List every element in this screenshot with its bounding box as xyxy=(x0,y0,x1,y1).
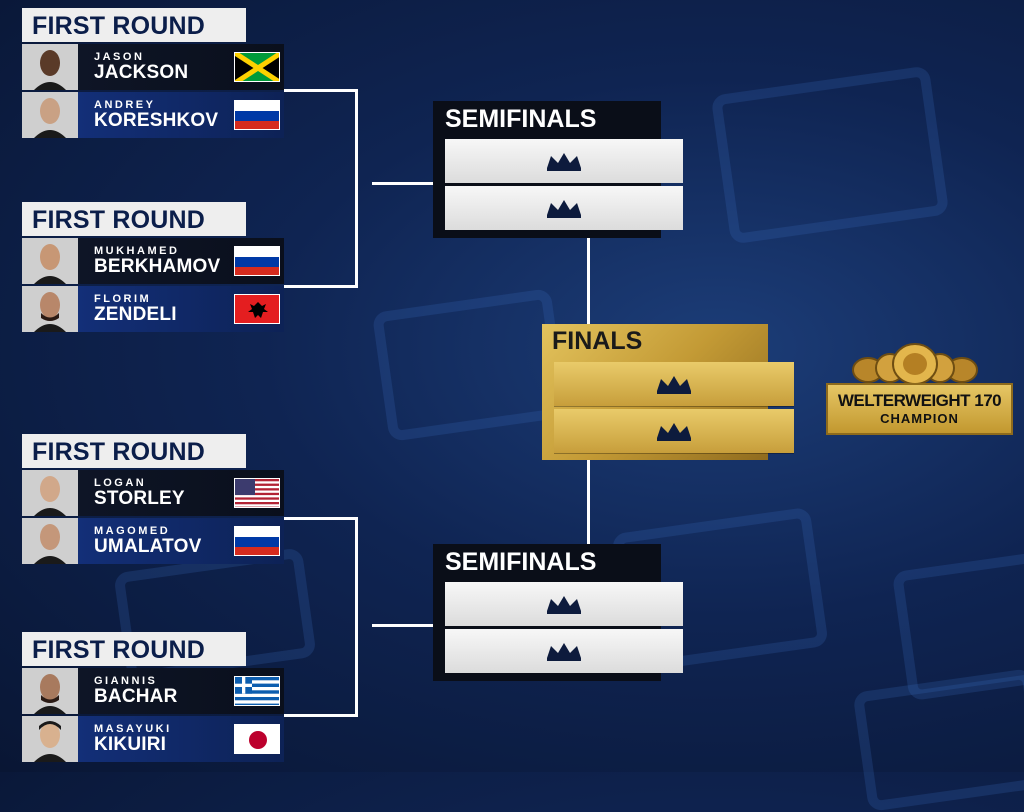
fighter-photo xyxy=(22,92,78,138)
russia-flag xyxy=(234,526,280,556)
fighter-first-name: FLORIM xyxy=(94,293,152,305)
semifinal-slot[interactable] xyxy=(445,186,683,230)
russia-flag xyxy=(234,100,280,130)
fighter-first-name: MASAYUKI xyxy=(94,723,172,735)
fighter-first-name: LOGAN xyxy=(94,477,147,489)
bracket-line xyxy=(372,624,434,627)
semifinals-title: SEMIFINALS xyxy=(445,548,597,576)
fighter-nameplate: MAGOMED UMALATOV xyxy=(78,518,284,564)
fighter-first-name: MAGOMED xyxy=(94,525,171,537)
fighter-photo xyxy=(22,238,78,284)
bracket-line xyxy=(587,237,590,325)
fighter-photo xyxy=(22,44,78,90)
fighter-last-name: BACHAR xyxy=(94,686,178,707)
fighter-first-name: MUKHAMED xyxy=(94,245,180,257)
bracket-line xyxy=(284,89,358,92)
fighter-photo xyxy=(22,470,78,516)
fighter-card[interactable]: MAGOMED UMALATOV xyxy=(22,518,284,564)
first-round-title: FIRST ROUND xyxy=(22,632,246,666)
finals-bracket: FINALS xyxy=(542,324,794,460)
japan-flag xyxy=(234,724,280,754)
semifinal-slot[interactable] xyxy=(445,139,683,183)
crown-icon xyxy=(547,153,581,171)
russia-flag xyxy=(234,246,280,276)
first-round-bracket-4: FIRST ROUND GIANNIS BACHAR MASAYUKI KIKU… xyxy=(22,632,284,762)
final-slot[interactable] xyxy=(554,362,794,406)
first-round-title: FIRST ROUND xyxy=(22,202,246,236)
fighter-nameplate: FLORIM ZENDELI xyxy=(78,286,284,332)
fighter-photo xyxy=(22,286,78,332)
fighter-nameplate: JASON JACKSON xyxy=(78,44,284,90)
bracket-line xyxy=(284,285,358,288)
bracket-line xyxy=(284,714,358,717)
champion-division: WELTERWEIGHT 170 xyxy=(837,391,1002,410)
semifinals-title: SEMIFINALS xyxy=(445,105,597,133)
background-shape xyxy=(710,65,950,245)
fighter-nameplate: GIANNIS BACHAR xyxy=(78,668,284,714)
fighter-card[interactable]: ANDREY KORESHKOV xyxy=(22,92,284,138)
fighter-last-name: STORLEY xyxy=(94,488,185,509)
bracket-line xyxy=(355,517,358,717)
background-shape xyxy=(852,668,1024,812)
fighter-photo xyxy=(22,668,78,714)
fighter-photo xyxy=(22,716,78,762)
bracket-line xyxy=(284,517,358,520)
fighter-card[interactable]: MUKHAMED BERKHAMOV xyxy=(22,238,284,284)
fighter-nameplate: MUKHAMED BERKHAMOV xyxy=(78,238,284,284)
fighter-first-name: ANDREY xyxy=(94,99,156,111)
fighter-last-name: ZENDELI xyxy=(94,304,177,325)
fighter-first-name: JASON xyxy=(94,51,145,63)
fighter-card[interactable]: MASAYUKI KIKUIRI xyxy=(22,716,284,762)
semifinal-slot[interactable] xyxy=(445,629,683,673)
final-slot[interactable] xyxy=(554,409,794,453)
bracket-line xyxy=(355,89,358,288)
first-round-bracket-1: FIRST ROUND JASON JACKSON ANDREY KORESHK… xyxy=(22,8,284,138)
championship-belt-icon xyxy=(852,343,978,385)
fighter-first-name: GIANNIS xyxy=(94,675,158,687)
fighter-photo xyxy=(22,518,78,564)
semifinal-slot[interactable] xyxy=(445,582,683,626)
albania-flag xyxy=(234,294,280,324)
fighter-nameplate: ANDREY KORESHKOV xyxy=(78,92,284,138)
fighter-card[interactable]: FLORIM ZENDELI xyxy=(22,286,284,332)
jamaica-flag xyxy=(234,52,280,82)
first-round-bracket-2: FIRST ROUND MUKHAMED BERKHAMOV FLORIM ZE… xyxy=(22,202,284,332)
fighter-nameplate: LOGAN STORLEY xyxy=(78,470,284,516)
usa-flag xyxy=(234,478,280,508)
fighter-card[interactable]: JASON JACKSON xyxy=(22,44,284,90)
champion-label: CHAMPION xyxy=(880,411,959,426)
fighter-last-name: UMALATOV xyxy=(94,536,202,557)
first-round-bracket-3: FIRST ROUND LOGAN STORLEY MAGOMED UMALAT… xyxy=(22,434,284,564)
first-round-title: FIRST ROUND xyxy=(22,8,246,42)
fighter-nameplate: MASAYUKI KIKUIRI xyxy=(78,716,284,762)
bracket-line xyxy=(587,459,590,545)
crown-icon xyxy=(657,423,691,441)
fighter-card[interactable]: GIANNIS BACHAR xyxy=(22,668,284,714)
crown-icon xyxy=(547,643,581,661)
champion-plate: WELTERWEIGHT 170 CHAMPION xyxy=(826,383,1013,435)
background-shape xyxy=(371,288,569,442)
first-round-title: FIRST ROUND xyxy=(22,434,246,468)
semifinals-bracket-1: SEMIFINALS xyxy=(433,101,683,238)
crown-icon xyxy=(547,596,581,614)
semifinals-bracket-2: SEMIFINALS xyxy=(433,544,683,681)
crown-icon xyxy=(657,376,691,394)
fighter-card[interactable]: LOGAN STORLEY xyxy=(22,470,284,516)
fighter-last-name: KIKUIRI xyxy=(94,734,167,755)
fighter-last-name: BERKHAMOV xyxy=(94,256,221,277)
crown-icon xyxy=(547,200,581,218)
finals-title: FINALS xyxy=(552,327,643,355)
greece-flag xyxy=(234,676,280,706)
fighter-last-name: KORESHKOV xyxy=(94,110,219,131)
bracket-line xyxy=(372,182,434,185)
fighter-last-name: JACKSON xyxy=(94,62,189,83)
